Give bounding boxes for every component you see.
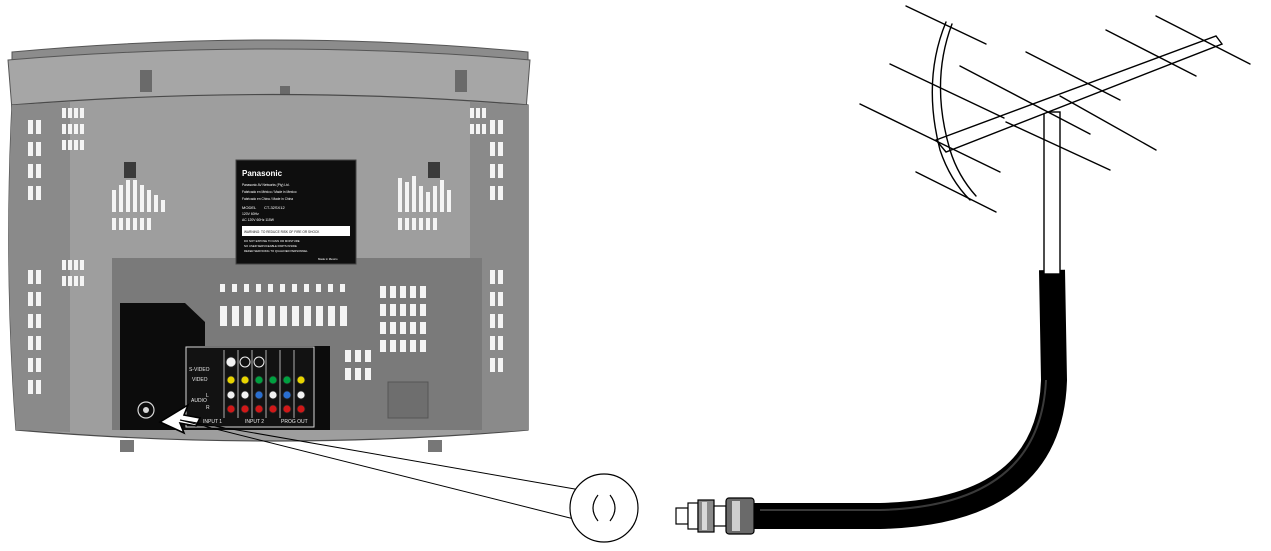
- antenna-dipole: [932, 22, 976, 200]
- label-warning-title: WARNING: TO REDUCE RISK OF FIRE OR SHOCK: [244, 230, 320, 234]
- cable-outline: [754, 270, 1054, 516]
- audio-l-jack-2[interactable]: [241, 391, 249, 399]
- input-jack-panel: [186, 347, 314, 427]
- video-jack-2[interactable]: [241, 376, 249, 384]
- audio-l-label: L: [206, 393, 209, 399]
- label-warning-line1: DO NOT EXPOSE TO RAIN OR MOISTURE: [244, 239, 300, 243]
- video-out-jack[interactable]: [297, 376, 305, 384]
- antenna-coax-input-center: [143, 407, 149, 413]
- svideo-label: S-VIDEO: [189, 367, 210, 373]
- plug-nut-highlight: [702, 502, 707, 530]
- label-warning-line2: NO USER SERVICEABLE PARTS INSIDE: [244, 244, 297, 248]
- prog-out-label: PROG OUT: [281, 419, 308, 425]
- component-pb-jack-3[interactable]: [283, 391, 291, 399]
- callout-circle: [570, 474, 638, 542]
- label-footer: Made in Mexico: [318, 257, 338, 261]
- component-y-jack-3[interactable]: [283, 376, 291, 384]
- label-model-value: CT-32SX12: [264, 205, 285, 210]
- tv-rear-view: Panasonic Panasonic AV Networks (Pty) Lt…: [8, 40, 530, 452]
- tv-mount-hole-left: [124, 162, 136, 178]
- coaxial-plug: [676, 498, 754, 534]
- tv-hood-notch-right: [455, 70, 467, 92]
- tv-mount-hole-right: [428, 162, 440, 178]
- label-brand: Panasonic: [242, 169, 283, 178]
- component-y-jack-2[interactable]: [269, 376, 277, 384]
- component-pb-jack-1[interactable]: [255, 391, 263, 399]
- component-pb-jack-2[interactable]: [269, 391, 277, 399]
- label-plate: Panasonic Panasonic AV Networks (Pty) Lt…: [236, 160, 356, 264]
- tv-service-door: [388, 382, 428, 418]
- antenna-element-2: [890, 64, 1004, 118]
- audio-r-jack-2[interactable]: [241, 405, 249, 413]
- label-line3: Fabricado en China / Made in China: [242, 197, 293, 201]
- plug-sleeve: [714, 506, 726, 526]
- plug-pin: [676, 508, 688, 524]
- label-warning-line3: REFER SERVICING TO QUALIFIED PERSONNEL: [244, 249, 308, 253]
- antenna-boom: [936, 36, 1222, 152]
- component-pr-jack-3[interactable]: [283, 405, 291, 413]
- component-pr-jack-1[interactable]: [255, 405, 263, 413]
- f-connector-callout: [570, 474, 638, 542]
- video-label: VIDEO: [192, 377, 208, 383]
- tv-foot-right: [428, 440, 442, 452]
- audio-r-label: R: [206, 405, 210, 411]
- label-rating2: AC 120V 60Hz 115W: [242, 218, 275, 222]
- plug-collar: [688, 503, 698, 529]
- input2-label: INPUT 2: [245, 419, 264, 425]
- audio-label: AUDIO: [191, 398, 207, 404]
- label-rating1: 120V 60Hz: [242, 212, 259, 216]
- audio-r-jack-1[interactable]: [227, 405, 235, 413]
- svideo-jack-1[interactable]: [226, 357, 236, 367]
- component-pr-jack-2[interactable]: [269, 405, 277, 413]
- audio-l-jack-1[interactable]: [227, 391, 235, 399]
- antenna-cable: [754, 112, 1060, 516]
- label-line1: Panasonic AV Networks (Pty) Ltd.: [242, 183, 290, 187]
- plug-body-highlight: [732, 501, 740, 531]
- tv-hood-notch-left: [140, 70, 152, 92]
- video-jack-1[interactable]: [227, 376, 235, 384]
- tv-foot-left: [120, 440, 134, 452]
- antenna-element-1: [906, 6, 986, 44]
- label-model-key: MODEL: [242, 205, 257, 210]
- antenna-element-8: [1060, 96, 1156, 150]
- component-y-jack-1[interactable]: [255, 376, 263, 384]
- antenna-element-4: [916, 172, 996, 212]
- audio-out-r-jack[interactable]: [297, 405, 305, 413]
- label-line2: Fabricado en México / Made in Mexico: [242, 190, 297, 194]
- audio-out-l-jack[interactable]: [297, 391, 305, 399]
- antenna-mast: [1044, 112, 1060, 274]
